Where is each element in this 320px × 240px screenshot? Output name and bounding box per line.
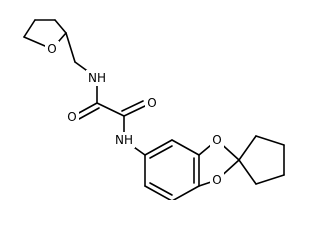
atom-amine-bottom: NH [113, 132, 135, 148]
bond [144, 139, 173, 156]
bond [121, 100, 144, 112]
bond [144, 185, 172, 200]
bond [65, 32, 76, 63]
molecule-structure: O NH O O NH O O [23, 19, 285, 200]
bond [76, 102, 98, 115]
bond [238, 159, 257, 185]
atom-label: NH [88, 71, 106, 85]
atom-labels: O NH O O NH O O [45, 41, 224, 188]
atom-label: NH [115, 133, 133, 147]
atom-dioxole-oxygen-top: O [210, 132, 224, 148]
atom-carbonyl-oxygen-right: O [145, 95, 159, 111]
carbonyl-bonds [76, 100, 146, 120]
atom-label: O [212, 133, 221, 147]
bond [172, 185, 200, 200]
bond [149, 182, 173, 196]
bond [123, 105, 146, 117]
atom-carbonyl-oxygen-left: O [65, 109, 79, 125]
atom-dioxole-oxygen-bottom: O [210, 172, 224, 188]
bond [171, 139, 200, 156]
bond [149, 145, 173, 159]
atom-oxygen-thf: O [45, 41, 59, 57]
atom-amine-top: NH [86, 70, 108, 86]
atom-label: O [147, 96, 156, 110]
bond [255, 174, 285, 185]
bond [54, 19, 67, 34]
atom-label: O [47, 42, 56, 56]
atom-label: O [212, 173, 221, 187]
atom-label: O [67, 110, 76, 124]
bond [238, 135, 257, 161]
benzene-ring [144, 139, 200, 200]
cyclopentane-ring [238, 135, 285, 185]
bond [255, 135, 285, 146]
bond [96, 102, 125, 117]
bond [78, 107, 100, 120]
bond [23, 19, 36, 38]
